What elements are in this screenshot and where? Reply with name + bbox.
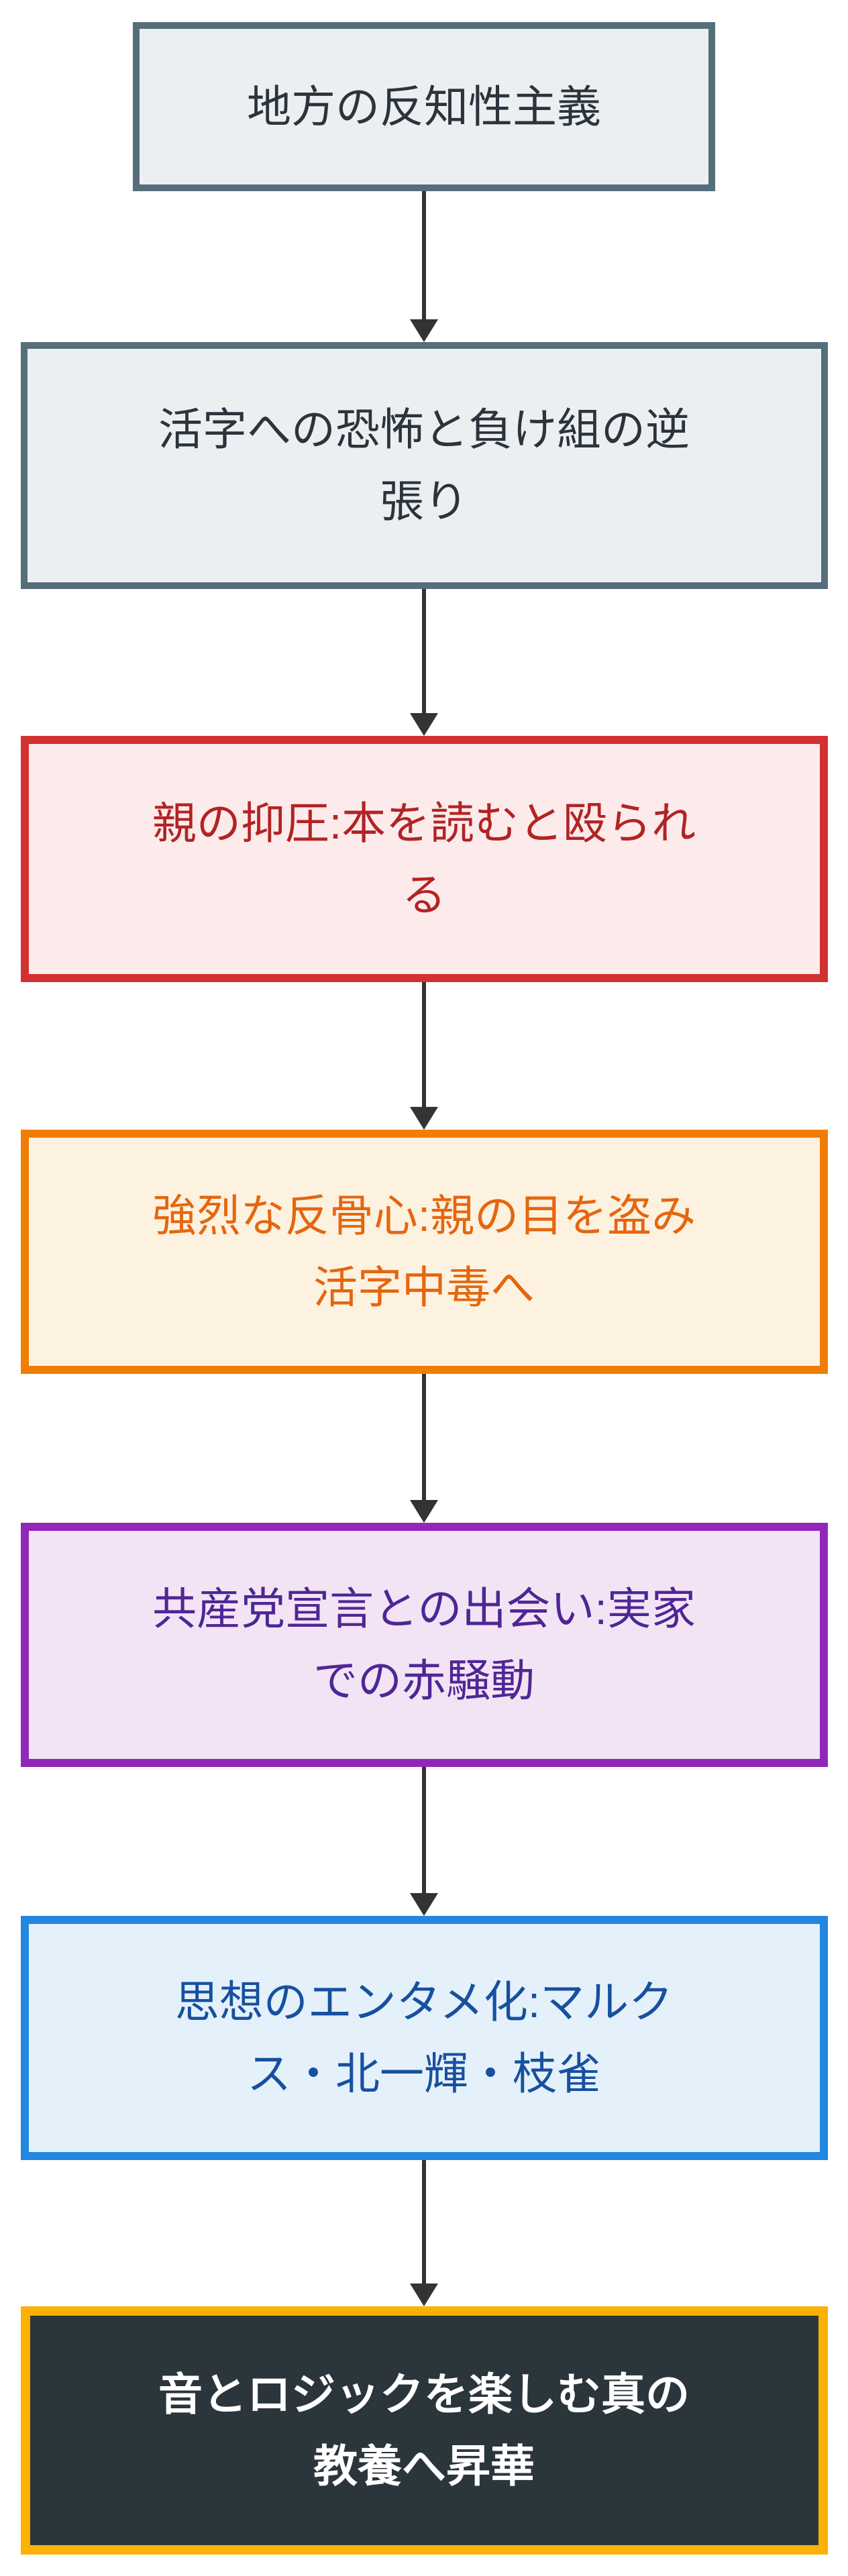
arrow-head-icon	[410, 319, 438, 342]
flow-node-label: 思想のエンタメ化:マルク ス・北一輝・枝雀	[174, 1977, 674, 2098]
flow-arrow-down	[410, 1767, 438, 1916]
arrow-head-icon	[410, 1500, 438, 1523]
arrow-line	[422, 589, 426, 713]
flow-node-parental-suppression: 親の抑圧:本を読むと殴られ る	[20, 736, 828, 982]
arrow-head-icon	[410, 1893, 438, 1916]
arrow-head-icon	[410, 2284, 438, 2306]
arrow-line	[422, 1374, 426, 1500]
flow-arrow-down	[410, 1374, 438, 1523]
flow-node-communist-manifesto: 共産党宣言との出会い:実家 での赤騒動	[20, 1523, 828, 1767]
flow-node-label: 地方の反知性主義	[247, 81, 601, 131]
flow-arrow-down	[410, 589, 438, 736]
flow-node-label: 強烈な反骨心:親の目を盗み 活字中毒へ	[152, 1191, 696, 1312]
flow-node-label: 音とロジックを楽しむ真の 教養へ昇華	[158, 2369, 690, 2491]
arrow-head-icon	[410, 713, 438, 736]
arrow-line	[422, 2160, 426, 2284]
flow-arrow-down	[410, 2160, 438, 2306]
flow-node-entertainment-of-thought: 思想のエンタメ化:マルク ス・北一輝・枝雀	[20, 1916, 828, 2160]
flow-node-label: 共産党宣言との出会い:実家 での赤騒動	[152, 1584, 696, 1705]
arrow-line	[422, 1767, 426, 1893]
flow-node-fear-of-print: 活字への恐怖と負け組の逆 張り	[20, 342, 828, 589]
flow-node-label: 活字への恐怖と負け組の逆 張り	[158, 405, 690, 526]
arrow-line	[422, 191, 426, 319]
flow-node-label: 親の抑圧:本を読むと殴られ る	[152, 798, 696, 920]
arrow-line	[422, 982, 426, 1107]
flow-arrow-down	[410, 191, 438, 342]
arrow-head-icon	[410, 1107, 438, 1130]
flow-node-rebellion-print-addiction: 強烈な反骨心:親の目を盗み 活字中毒へ	[20, 1130, 828, 1374]
flow-node-true-culture-sublimation: 音とロジックを楽しむ真の 教養へ昇華	[20, 2306, 828, 2555]
flow-arrow-down	[410, 982, 438, 1130]
flow-node-anti-intellectualism: 地方の反知性主義	[133, 22, 715, 191]
